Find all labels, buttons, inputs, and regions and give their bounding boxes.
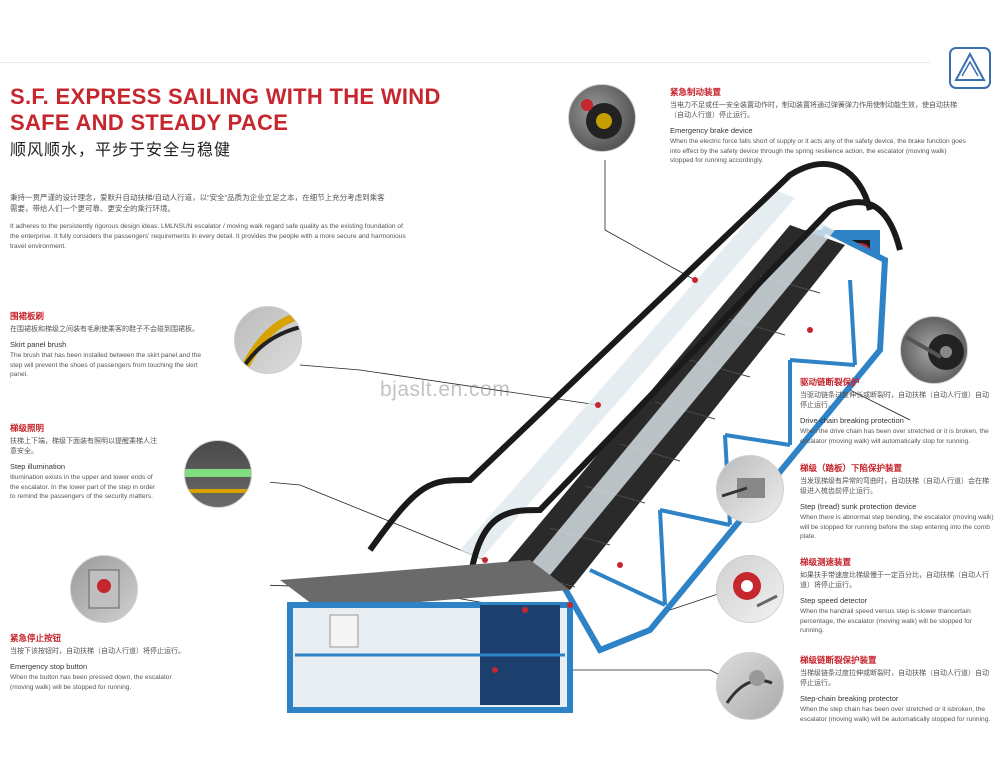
feature-step-speed: 梯级测速装置 如果扶手带速度比梯级慢于一定百分比，自动扶梯（自动人行道）将停止运… [800, 556, 995, 636]
headline: S.F. EXPRESS SAILING WITH THE WIND SAFE … [10, 84, 441, 136]
brake-device-thumbnail [568, 84, 636, 152]
feature-desc-cn: 当按下该按钮时，自动扶梯（自动人行道）将停止运行。 [10, 648, 185, 655]
feature-title-cn: 梯级（踏板）下陷保护装置 [800, 463, 903, 473]
landing-plate [280, 560, 570, 610]
feature-desc-en: When the electric force falls short of s… [670, 138, 966, 164]
feature-title-cn: 梯级照明 [10, 423, 45, 433]
feature-drive-chain: 驱动链断裂保护 当驱动链条过度伸长或断裂时，自动扶梯（自动人行道）自动停止运行。… [800, 376, 995, 446]
feature-step-sunk: 梯级（踏板）下陷保护装置 当发现梯级有异常的弯曲时，自动扶梯（自动人行道）会在梯… [800, 462, 995, 542]
control-box [329, 614, 359, 648]
feature-title-en: Skirt panel brush [10, 340, 67, 349]
sunk-protection-thumbnail [716, 455, 784, 523]
top-rule [0, 62, 930, 63]
feature-desc-cn: 如果扶手带速度比梯级慢于一定百分比，自动扶梯（自动人行道）将停止运行。 [800, 572, 989, 589]
right-handrail [467, 199, 903, 581]
step-speed-thumbnail [716, 555, 784, 623]
feature-title-cn: 驱动链断裂保护 [800, 377, 860, 387]
step-illumination-thumbnail [184, 440, 252, 508]
feature-desc-cn: 当驱动链条过度伸长或断裂时，自动扶梯（自动人行道）自动停止运行。 [800, 392, 989, 409]
intro-english: It adheres to the persistently rigorous … [10, 223, 406, 250]
feature-step-chain: 梯级链断裂保护装置 当梯级链条过度拉伸或断裂时，自动扶梯（自动人行道）自动停止运… [800, 654, 995, 724]
emergency-stop-thumbnail [70, 555, 138, 623]
feature-desc-en: When the button has been pressed down, t… [10, 674, 172, 691]
feature-title-en: Emergency brake device [670, 126, 753, 135]
feature-title-cn: 围裙板刷 [10, 311, 45, 321]
callout-dots [482, 277, 813, 673]
step-chain-thumbnail [716, 652, 784, 720]
feature-title-cn: 紧急停止按钮 [10, 633, 62, 643]
feature-desc-cn: 在围裙板和梯级之间装有毛刷使乘客的鞋子不会碰到围裙板。 [10, 326, 199, 333]
feature-desc-en: When the drive chain has been over stret… [800, 428, 989, 445]
feature-title-en: Drive-chain breaking protection [800, 416, 904, 425]
feature-title-en: Step illumination [10, 462, 66, 471]
escalator-illustration [270, 160, 910, 713]
feature-title-en: Emergency stop button [10, 662, 88, 671]
feature-title-en: Step speed detector [800, 596, 868, 605]
feature-desc-cn: 当发现梯级有异常的弯曲时，自动扶梯（自动人行道）会在梯级进入梳齿前停止运行。 [800, 478, 989, 495]
feature-title-cn: 梯级测速装置 [800, 557, 852, 567]
left-handrail [367, 161, 873, 552]
feature-desc-en: When the step chain has been over stretc… [800, 706, 991, 723]
watermark: bjaslt.en.com [380, 378, 511, 401]
feature-title-cn: 梯级链断裂保护装置 [800, 655, 877, 665]
feature-desc-cn: 当电力不足或任一安全装置动作时，制动装置将通过弹簧弹力作用使制动能生效，使自动扶… [670, 102, 957, 119]
drive-chain-thumbnail [900, 316, 968, 384]
feature-emergency-brake: 紧急制动装置 当电力不足或任一安全装置动作时，制动装置将通过弹簧弹力作用使制动能… [670, 86, 970, 166]
feature-desc-en: The brush that has been installed betwee… [10, 352, 201, 378]
feature-desc-cn: 扶梯上下端，梯级下面装有照明以提醒乘梯人注意安全。 [10, 438, 157, 455]
feature-desc-en: When the handrail speed versus step is s… [800, 608, 972, 634]
feature-emergency-stop: 紧急停止按钮 当按下该按钮时，自动扶梯（自动人行道）将停止运行。 Emergen… [10, 632, 190, 692]
feature-title-cn: 紧急制动装置 [670, 87, 722, 97]
feature-desc-en: When there is abnormal step bending, the… [800, 514, 994, 540]
feature-skirt-brush: 围裙板刷 在围裙板和梯级之间装有毛刷使乘客的鞋子不会碰到围裙板。 Skirt p… [10, 310, 210, 380]
skirt-brush-thumbnail [234, 306, 302, 374]
feature-title-en: Step-chain breaking protector [800, 694, 899, 703]
feature-desc-cn: 当梯级链条过度拉伸或断裂时，自动扶梯（自动人行道）自动停止运行。 [800, 670, 989, 687]
feature-title-en: Step (tread) sunk protection device [800, 502, 917, 511]
right-glass [530, 220, 835, 575]
headline-line-2: SAFE AND STEADY PACE [10, 110, 289, 135]
intro-chinese: 秉持一贯严谨的设计理念，爱默升自动扶梯/自动人行道，以“安全”品质为企业立足之本… [10, 193, 385, 213]
feature-desc-en: Illumination exists in the upper and low… [10, 474, 156, 500]
left-glass [460, 190, 795, 560]
feature-step-illumination: 梯级照明 扶梯上下端，梯级下面装有照明以提醒乘梯人注意安全。 Step illu… [10, 422, 160, 502]
company-logo-icon [949, 47, 991, 89]
headline-line-1: S.F. EXPRESS SAILING WITH THE WIND [10, 84, 441, 109]
headline-chinese: 顺风顺水，平步于安全与稳健 [10, 142, 232, 159]
